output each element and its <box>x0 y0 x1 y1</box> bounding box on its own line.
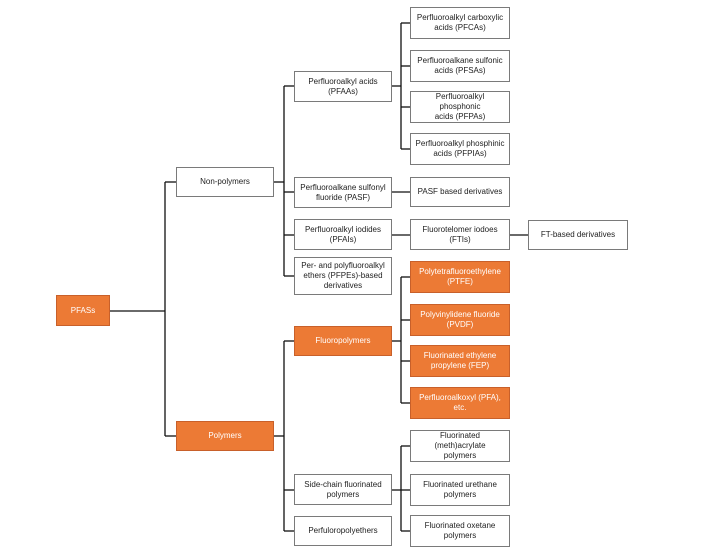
node-pfpas: Perfluoroalkyl phosphonic acids (PFPAs) <box>410 91 510 123</box>
node-pfaas: Perfluoroalkyl acids (PFAAs) <box>294 71 392 102</box>
node-ftis: Fluorotelomer iodoes (FTIs) <box>410 219 510 250</box>
node-pfpes-derivatives: Per- and polyfluoroalkyl ethers (PFPEs)-… <box>294 257 392 295</box>
node-pasf-derivatives: PASF based derivatives <box>410 177 510 207</box>
node-pfcas: Perfluoroalkyl carboxylic acids (PFCAs) <box>410 7 510 39</box>
node-pfass: PFASs <box>56 295 110 326</box>
node-ptfe: Polytetrafluoroethylene (PTFE) <box>410 261 510 293</box>
node-polymers: Polymers <box>176 421 274 451</box>
node-ft-derivatives: FT-based derivatives <box>528 220 628 250</box>
node-oxetane-polymers: Fluorinated oxetane polymers <box>410 515 510 547</box>
node-pfa: Perfluoroalkoxyl (PFA), etc. <box>410 387 510 419</box>
node-side-chain-fluorinated-polymers: Side-chain fluorinated polymers <box>294 474 392 505</box>
node-pasf: Perfluoroalkane sulfonyl fluoride (PASF) <box>294 177 392 208</box>
node-pvdf: Polyvinylidene fluoride (PVDF) <box>410 304 510 336</box>
node-urethane-polymers: Fluorinated urethane polymers <box>410 474 510 506</box>
node-pfais: Perfluoroalkyl iodides (PFAIs) <box>294 219 392 250</box>
node-perfluoropolyethers: Perfuloropolyethers <box>294 516 392 546</box>
node-pfpias: Perfluoroalkyl phosphinic acids (PFPIAs) <box>410 133 510 165</box>
node-pfsas: Perfluoroalkane sulfonic acids (PFSAs) <box>410 50 510 82</box>
node-non-polymers: Non-polymers <box>176 167 274 197</box>
node-fluoropolymers: Fluoropolymers <box>294 326 392 356</box>
node-meth-acrylate-polymers: Fluorinated (meth)acrylate polymers <box>410 430 510 462</box>
node-fep: Fluorinated ethylene propylene (FEP) <box>410 345 510 377</box>
